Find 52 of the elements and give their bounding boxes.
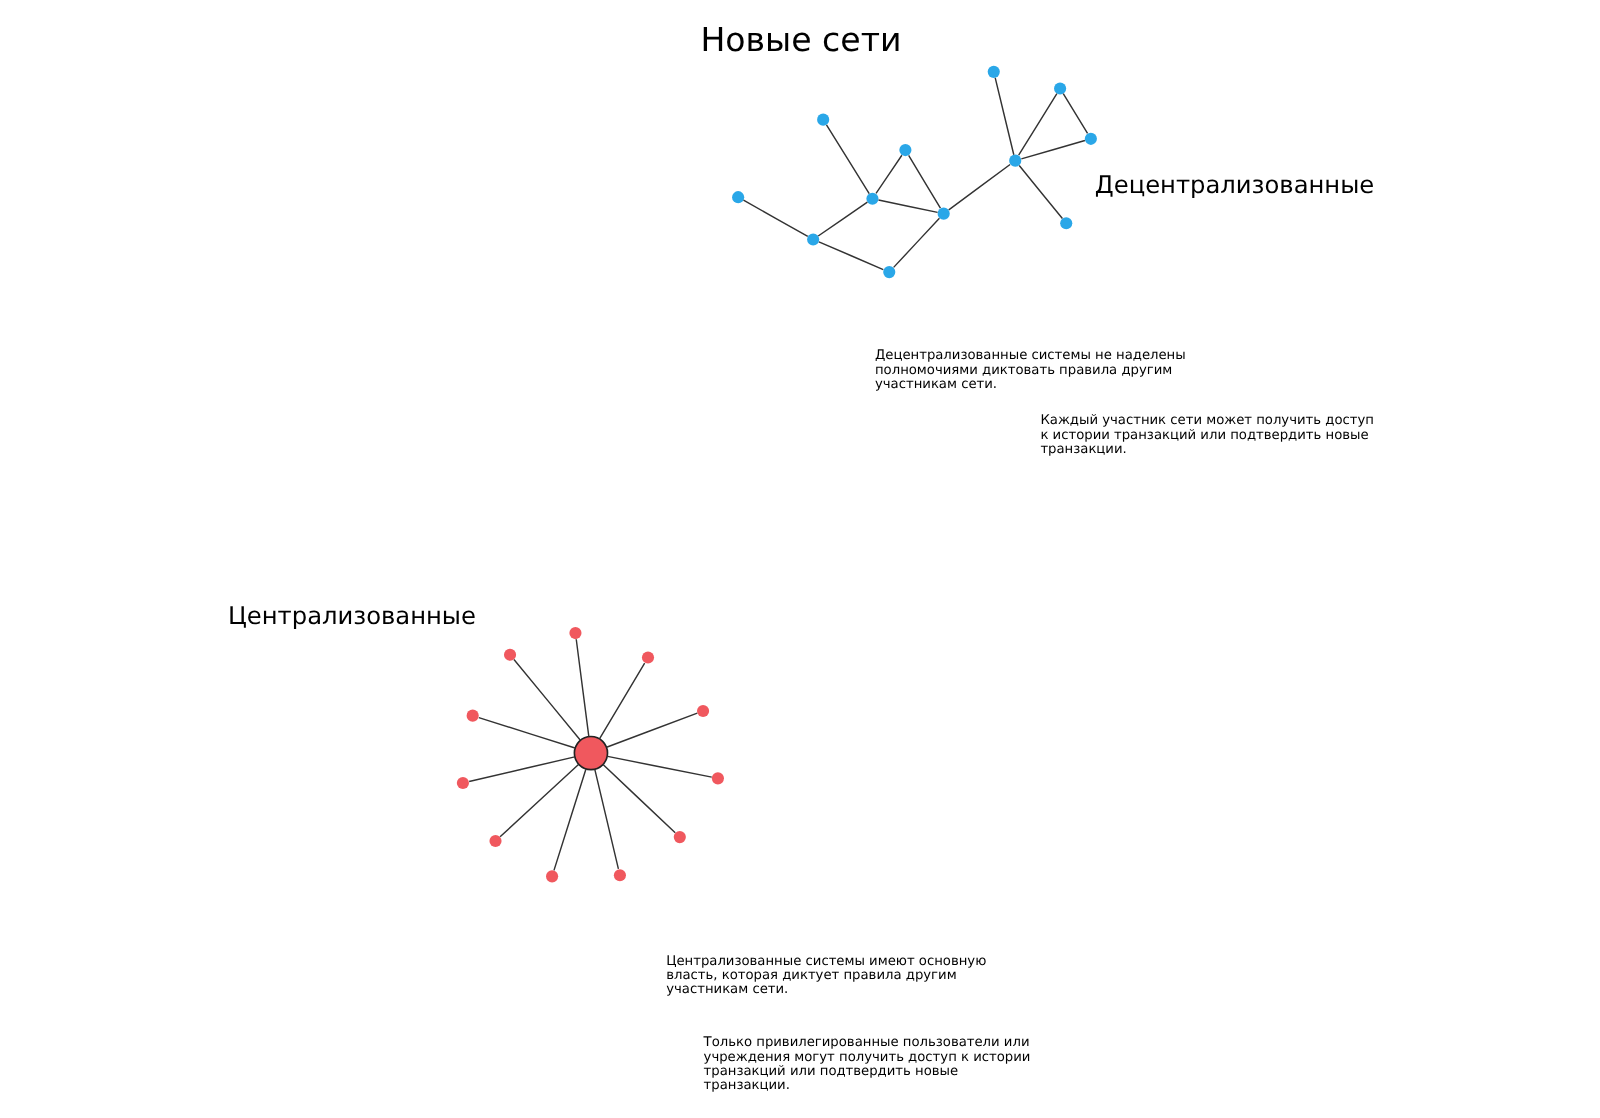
connector [605, 755, 712, 778]
node-circle [465, 709, 478, 722]
node-circle [816, 113, 829, 126]
connector [467, 756, 575, 783]
node-circle [1059, 217, 1072, 230]
node-circle [710, 772, 723, 785]
node-circle [612, 869, 625, 882]
connector [1017, 164, 1063, 220]
connector [593, 768, 619, 870]
node-circle [898, 144, 911, 157]
connector [498, 763, 579, 838]
node-circle [936, 207, 949, 220]
connector [604, 712, 697, 748]
connector [512, 658, 581, 741]
node-circle [882, 266, 895, 279]
connector [597, 662, 645, 740]
node-circle [696, 704, 709, 718]
connector [1061, 93, 1088, 135]
connector [947, 163, 1010, 211]
connector [816, 201, 868, 237]
diagram-title: Новые сети [699, 21, 901, 60]
node-circle [986, 65, 999, 78]
node-circle [568, 627, 581, 640]
node-circle [640, 651, 654, 664]
node-circle [865, 192, 878, 205]
node-circle [545, 870, 558, 883]
connector [876, 199, 938, 214]
node-circle [488, 834, 501, 848]
node-circle [502, 648, 516, 661]
label: Децентрализованные [1093, 170, 1374, 199]
connector [891, 217, 940, 269]
node-circle [572, 735, 608, 771]
connector [874, 154, 902, 195]
connector [824, 124, 869, 195]
node-circle [1053, 82, 1066, 95]
connector [817, 241, 883, 271]
connector [601, 764, 675, 834]
node-circle [455, 776, 468, 790]
node-circle [731, 191, 744, 204]
connector [477, 716, 575, 749]
node-circle [806, 233, 819, 246]
connector [1019, 139, 1085, 160]
connector [574, 638, 589, 738]
connector [1016, 93, 1057, 156]
label: Централизованные [227, 602, 475, 631]
node-circle [1008, 154, 1021, 167]
connector [993, 77, 1014, 156]
connector [906, 154, 941, 209]
node-circle [1083, 132, 1096, 145]
node-circle [672, 831, 685, 844]
connector [741, 199, 808, 238]
connector [552, 768, 586, 872]
